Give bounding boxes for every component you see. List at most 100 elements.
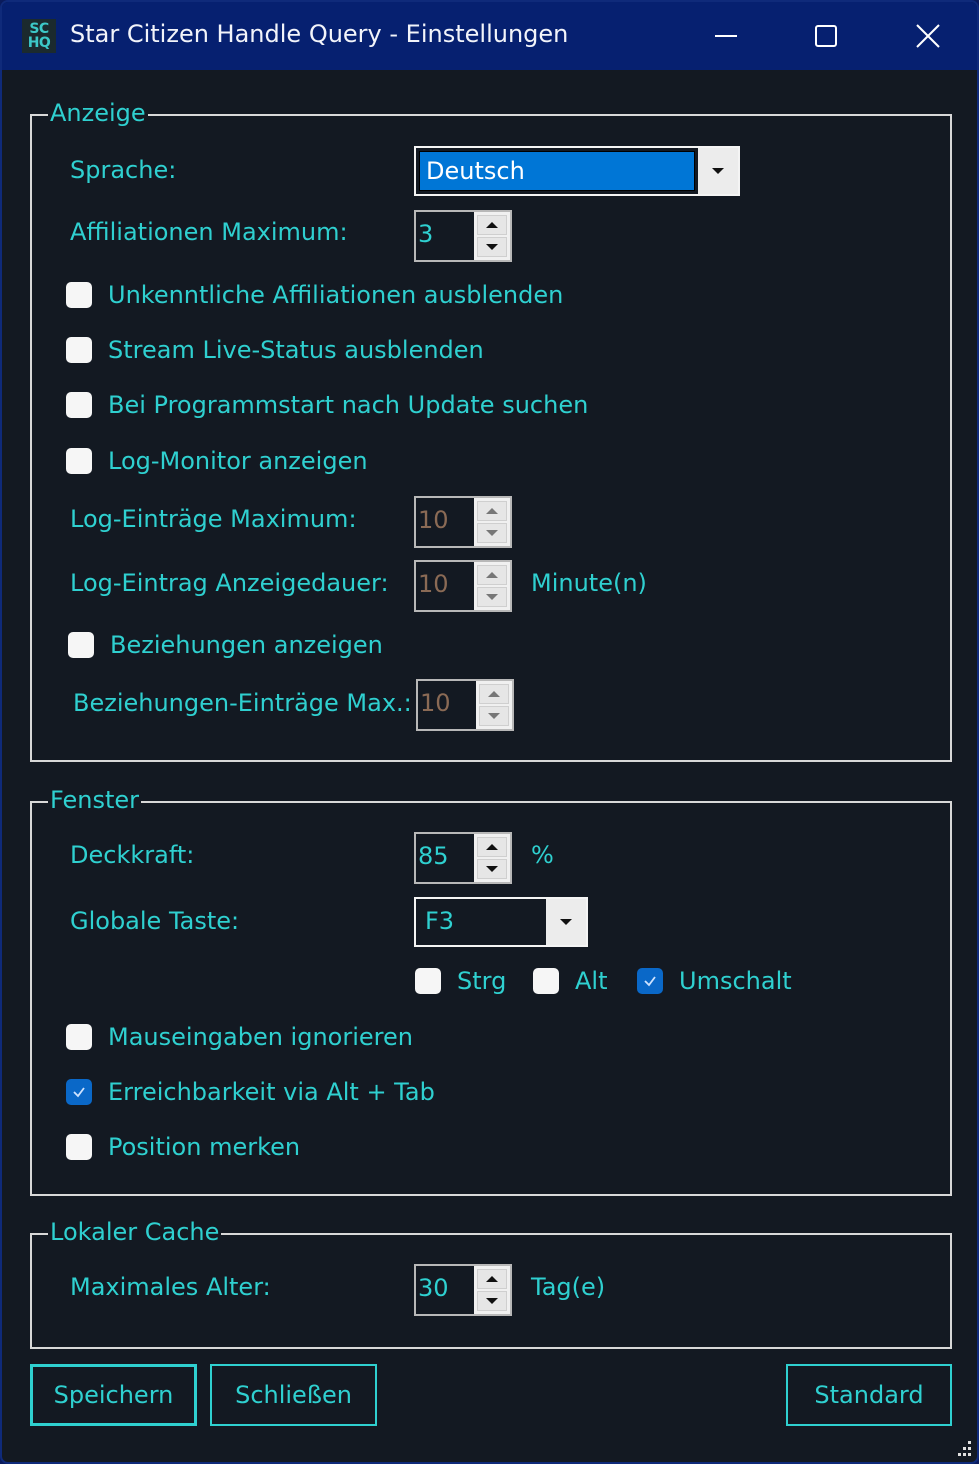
checkbox-position-merken[interactable]: Position merken — [66, 1132, 300, 1162]
arrow-up-icon — [486, 1276, 498, 1282]
stepper-down-button[interactable] — [477, 859, 507, 879]
close-button[interactable]: Schließen — [210, 1364, 377, 1426]
checkbox-label: Bei Programmstart nach Update suchen — [108, 391, 589, 419]
title-bar[interactable]: SC HQ Star Citizen Handle Query - Einste… — [2, 2, 977, 70]
checkbox-label: Stream Live-Status ausblenden — [108, 336, 484, 364]
arrow-down-icon — [486, 1298, 498, 1304]
stepper-up-button[interactable] — [477, 837, 507, 857]
log-dauer-value[interactable]: 10 — [418, 570, 449, 598]
checkbox-update-check[interactable]: Bei Programmstart nach Update suchen — [66, 390, 588, 420]
default-button[interactable]: Standard — [786, 1364, 952, 1426]
sprache-dropdown[interactable]: Deutsch — [414, 146, 740, 196]
close-icon — [916, 24, 940, 48]
arrow-down-icon — [488, 713, 500, 719]
checkbox-beziehungen[interactable]: Beziehungen anzeigen — [68, 630, 383, 660]
app-logo-line-1: SC — [29, 21, 49, 37]
checkbox-label: Beziehungen anzeigen — [110, 631, 383, 659]
log-max-stepper[interactable]: 10 — [414, 496, 512, 548]
maximize-button[interactable] — [776, 2, 876, 70]
stepper-down-button[interactable] — [477, 237, 507, 257]
checkbox-label: Position merken — [108, 1133, 301, 1161]
save-button[interactable]: Speichern — [30, 1364, 197, 1426]
checkbox-box[interactable] — [637, 968, 663, 994]
checkbox-label: Umschalt — [679, 967, 792, 995]
sprache-value: Deutsch — [419, 151, 695, 191]
checkbox-unkenntliche-affiliationen[interactable]: Unkenntliche Affiliationen ausblenden — [66, 280, 563, 310]
checkbox-box[interactable] — [68, 632, 94, 658]
checkbox-alt-tab[interactable]: Erreichbarkeit via Alt + Tab — [66, 1077, 435, 1107]
window-title: Star Citizen Handle Query - Einstellunge… — [70, 20, 569, 48]
checkbox-strg[interactable]: Strg — [415, 966, 506, 996]
group-fenster: Fenster — [30, 784, 952, 1196]
checkbox-label: Alt — [575, 967, 608, 995]
checkbox-log-monitor[interactable]: Log-Monitor anzeigen — [66, 446, 368, 476]
stepper-down-button[interactable] — [477, 587, 507, 607]
stepper-up-button[interactable] — [477, 1269, 507, 1289]
globale-taste-dropdown[interactable]: F3 — [414, 897, 588, 947]
checkbox-box[interactable] — [66, 1079, 92, 1105]
log-dauer-stepper[interactable]: 10 — [414, 560, 512, 612]
stepper-down-button[interactable] — [479, 706, 509, 726]
stepper-up-button[interactable] — [479, 684, 509, 704]
sprache-dropdown-arrow[interactable] — [698, 148, 738, 194]
checkmark-icon — [73, 1087, 85, 1098]
deckkraft-label: Deckkraft: — [70, 841, 195, 869]
checkbox-box[interactable] — [66, 1134, 92, 1160]
beziehungen-max-label: Beziehungen-Einträge Max.: — [73, 689, 412, 717]
chevron-down-icon — [712, 168, 724, 174]
affiliationen-max-stepper[interactable]: 3 — [414, 210, 512, 262]
arrow-down-icon — [486, 530, 498, 536]
checkbox-box[interactable] — [66, 282, 92, 308]
stepper-down-button[interactable] — [477, 1291, 507, 1311]
checkbox-box[interactable] — [533, 968, 559, 994]
arrow-up-icon — [486, 572, 498, 578]
close-window-button[interactable] — [878, 2, 977, 70]
checkbox-box[interactable] — [66, 392, 92, 418]
checkbox-label: Log-Monitor anzeigen — [108, 447, 368, 475]
globale-taste-value: F3 — [425, 907, 455, 935]
checkbox-box[interactable] — [66, 1024, 92, 1050]
globale-taste-label: Globale Taste: — [70, 907, 240, 935]
checkbox-box[interactable] — [66, 448, 92, 474]
log-dauer-label: Log-Eintrag Anzeigedauer: — [70, 569, 389, 597]
log-max-value[interactable]: 10 — [418, 506, 449, 534]
maximales-alter-stepper[interactable]: 30 — [414, 1264, 512, 1316]
checkbox-label: Unkenntliche Affiliationen ausblenden — [108, 281, 564, 309]
minimize-button[interactable] — [676, 2, 776, 70]
checkbox-alt[interactable]: Alt — [533, 966, 608, 996]
checkbox-label: Erreichbarkeit via Alt + Tab — [108, 1078, 435, 1106]
arrow-down-icon — [486, 866, 498, 872]
arrow-up-icon — [486, 222, 498, 228]
arrow-down-icon — [486, 244, 498, 250]
checkbox-mauseingaben[interactable]: Mauseingaben ignorieren — [66, 1022, 413, 1052]
app-logo-line-2: HQ — [27, 35, 51, 51]
arrow-up-icon — [488, 691, 500, 697]
resize-grip-icon[interactable] — [953, 1438, 973, 1458]
beziehungen-max-stepper[interactable]: 10 — [416, 679, 514, 731]
deckkraft-value[interactable]: 85 — [418, 842, 449, 870]
chevron-down-icon — [560, 919, 572, 925]
checkbox-box[interactable] — [415, 968, 441, 994]
checkbox-label: Mauseingaben ignorieren — [108, 1023, 413, 1051]
stepper-up-button[interactable] — [477, 565, 507, 585]
arrow-up-icon — [486, 508, 498, 514]
stepper-up-button[interactable] — [477, 501, 507, 521]
checkbox-stream-live-status[interactable]: Stream Live-Status ausblenden — [66, 335, 484, 365]
stepper-up-button[interactable] — [477, 215, 507, 235]
arrow-down-icon — [486, 594, 498, 600]
globale-taste-dropdown-arrow[interactable] — [546, 899, 586, 945]
group-cache-legend: Lokaler Cache — [48, 1216, 222, 1248]
deckkraft-unit: % — [531, 841, 554, 869]
affiliationen-max-value[interactable]: 3 — [418, 220, 434, 248]
maximales-alter-value[interactable]: 30 — [418, 1274, 449, 1302]
maximales-alter-unit: Tag(e) — [531, 1273, 606, 1301]
checkbox-box[interactable] — [66, 337, 92, 363]
deckkraft-stepper[interactable]: 85 — [414, 832, 512, 884]
app-logo-icon: SC HQ — [22, 19, 56, 53]
beziehungen-max-value[interactable]: 10 — [420, 689, 451, 717]
stepper-down-button[interactable] — [477, 523, 507, 543]
group-anzeige: Anzeige — [30, 97, 952, 762]
checkbox-umschalt[interactable]: Umschalt — [637, 966, 792, 996]
affiliationen-max-label: Affiliationen Maximum: — [70, 218, 348, 246]
